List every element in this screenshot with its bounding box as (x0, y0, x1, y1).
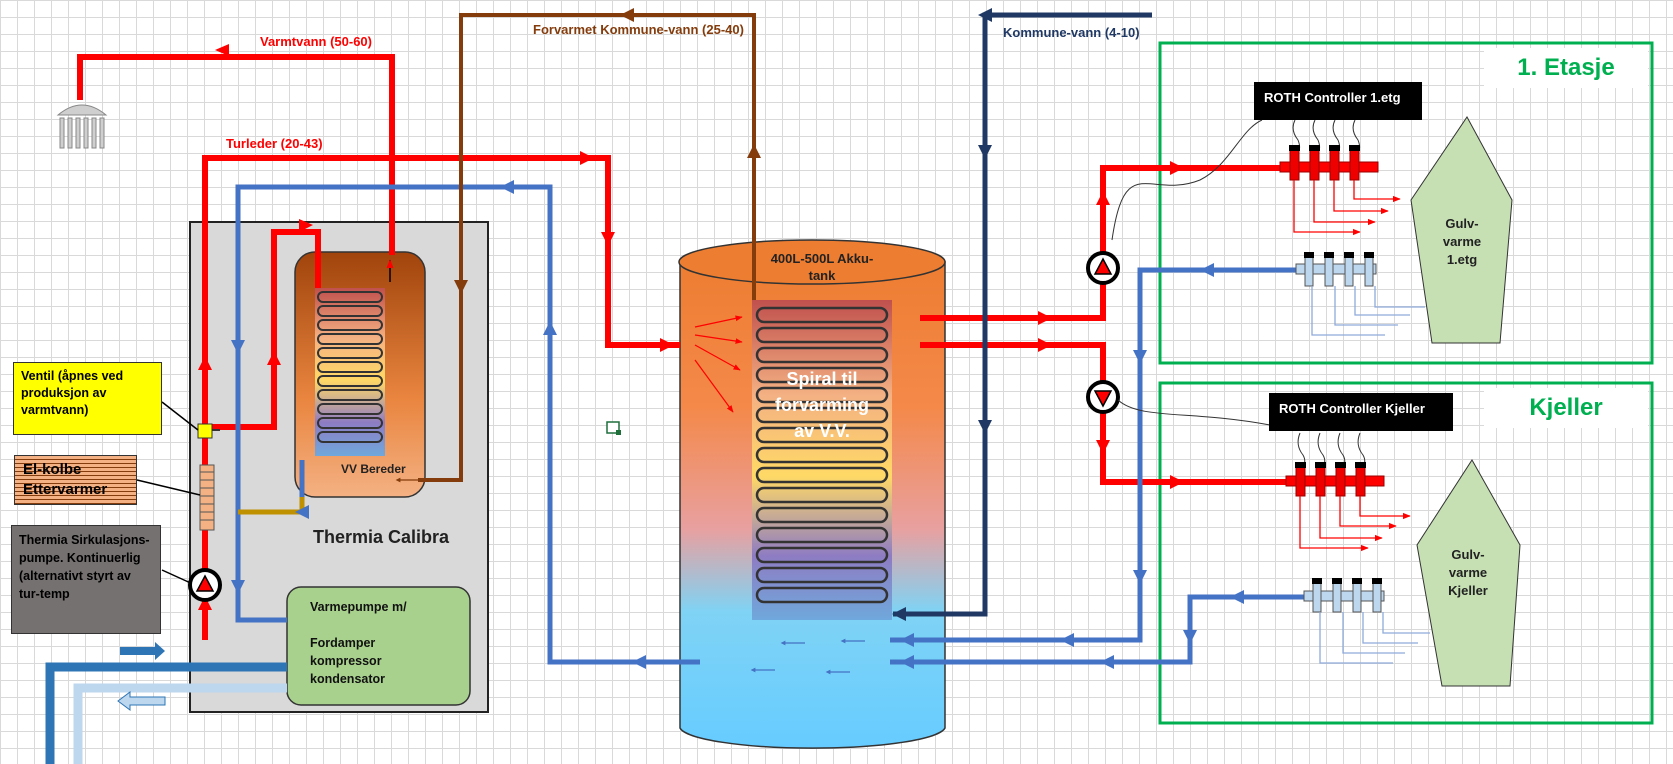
varmepumpe-line1: Varmepumpe m/ (310, 600, 407, 614)
ground-return-arrow (117, 691, 166, 711)
kjeller-title: Kjeller (1484, 388, 1648, 428)
varmepumpe-line3: kompressor (310, 654, 382, 668)
el-kolbe-element (199, 464, 215, 531)
sirk-pumpe-text: Thermia Sirkulasjons-pumpe. Kontinuerlig… (19, 533, 150, 601)
gulv2-line1: Gulv- (1451, 547, 1485, 562)
akkutank-top (678, 239, 946, 285)
manifold-kjeller-supply (1285, 462, 1385, 497)
roth-controller-kjeller: ROTH Controller Kjeller (1269, 393, 1453, 431)
thermia-calibra-label: Thermia Calibra (313, 527, 450, 547)
varmepumpe-spacer (310, 616, 407, 634)
etasje1-title-text: 1. Etasje (1517, 54, 1615, 81)
varmepumpe-box (286, 586, 471, 706)
gulv1-line1: Gulv- (1445, 216, 1479, 231)
kjeller-title-text: Kjeller (1529, 394, 1603, 421)
small-marker (606, 421, 620, 434)
varmepumpe-label: Varmepumpe m/ Fordamper kompressor konde… (310, 598, 407, 688)
el-kolbe-callout: El-kolbe Ettervarmer (14, 455, 137, 505)
ventil-valve (197, 423, 213, 439)
ground-return-pipe (73, 683, 287, 764)
ground-supply-arrow (120, 642, 165, 660)
spiral-label-line3: av V.V. (794, 421, 850, 441)
vv-bereder-label: VV Bereder (341, 462, 406, 476)
etasje1-title: 1. Etasje (1484, 48, 1648, 88)
manifold-1etg-return-inlets (1311, 286, 1425, 336)
gulvvarme-1etg-shape (1410, 116, 1513, 344)
kommune-pipe-arrows (892, 8, 992, 621)
pump-1etg (1086, 251, 1120, 285)
vv-bereder-coil-loops (317, 291, 383, 443)
el-kolbe-line1: El-kolbe (23, 461, 82, 478)
gulv1-line3: 1.etg (1446, 252, 1478, 267)
forvarmet-pipe (418, 13, 756, 482)
varmepumpe-line4: kondensator (310, 672, 386, 686)
kommune-vann-label: Kommune-vann (4-10) (1003, 25, 1140, 40)
ground-supply-pipe (45, 662, 287, 764)
gulv1-line2: varme (1442, 234, 1482, 249)
el-kolbe-element-stripes (200, 471, 214, 521)
akkutank-spiral (752, 300, 892, 620)
varmtvann-label: Varmtvann (50-60) (260, 34, 372, 49)
pump-thermia (188, 568, 222, 602)
ventil-callout-text: Ventil (åpnes ved produksjon av varmtvan… (21, 369, 124, 417)
roth-controller-1etg: ROTH Controller 1.etg (1254, 82, 1422, 120)
manifold-1etg-return (1295, 252, 1377, 287)
akkutank-label-line2: tank (808, 268, 836, 283)
pump-kjeller (1086, 380, 1120, 414)
turleder-label: Turleder (20-43) (226, 136, 323, 151)
hot-pipe-arrows (198, 44, 1184, 610)
akkutank-spiral-loops (755, 306, 889, 604)
el-kolbe-line2: Ettervarmer (23, 481, 108, 498)
forvarmet-label: Forvarmet Kommune-vann (25-40) (533, 22, 744, 37)
gulv2-line2: varme (1448, 565, 1488, 580)
spiral-label-line1: Spiral til (786, 369, 858, 389)
ventil-callout: Ventil (åpnes ved produksjon av varmtvan… (13, 362, 162, 435)
tank-outflow-arrows (750, 638, 865, 675)
manifold-1etg-supply (1279, 145, 1379, 181)
spiral-label: Spiral til forvarming av V.V. (752, 366, 892, 444)
sirk-pumpe-callout: Thermia Sirkulasjons-pumpe. Kontinuerlig… (11, 525, 161, 634)
gulvvarme-kjeller-label: Gulv- varme Kjeller (1426, 546, 1510, 600)
small-marker-dot (616, 430, 621, 435)
manifold-kjeller-return (1303, 578, 1385, 613)
akkutank-label: 400L-500L Akku- tank (752, 250, 892, 284)
manifold-kjeller-supply-outlets (1299, 496, 1411, 552)
gulv2-line3: Kjeller (1448, 583, 1488, 598)
shower-icon (56, 104, 108, 149)
forvarmet-pipe-arrows (454, 8, 761, 294)
manifold-1etg-supply-outlets (1293, 180, 1401, 236)
manifold-kjeller-return-inlets (1319, 612, 1430, 664)
gulvvarme-1etg-label: Gulv- varme 1.etg (1420, 215, 1504, 269)
akkutank-label-line1: 400L-500L Akku- (770, 251, 874, 266)
tank-inflow-arrows (694, 315, 743, 413)
kjeller-frame (1158, 381, 1654, 725)
gulvvarme-kjeller-shape (1416, 459, 1521, 687)
kommune-vann-pipe (893, 12, 1152, 617)
varmepumpe-line2: Fordamper (310, 636, 376, 650)
spiral-label-line2: forvarming (774, 395, 870, 415)
etasje1-frame (1158, 41, 1654, 365)
cold-pipe-arrows (231, 180, 1244, 669)
